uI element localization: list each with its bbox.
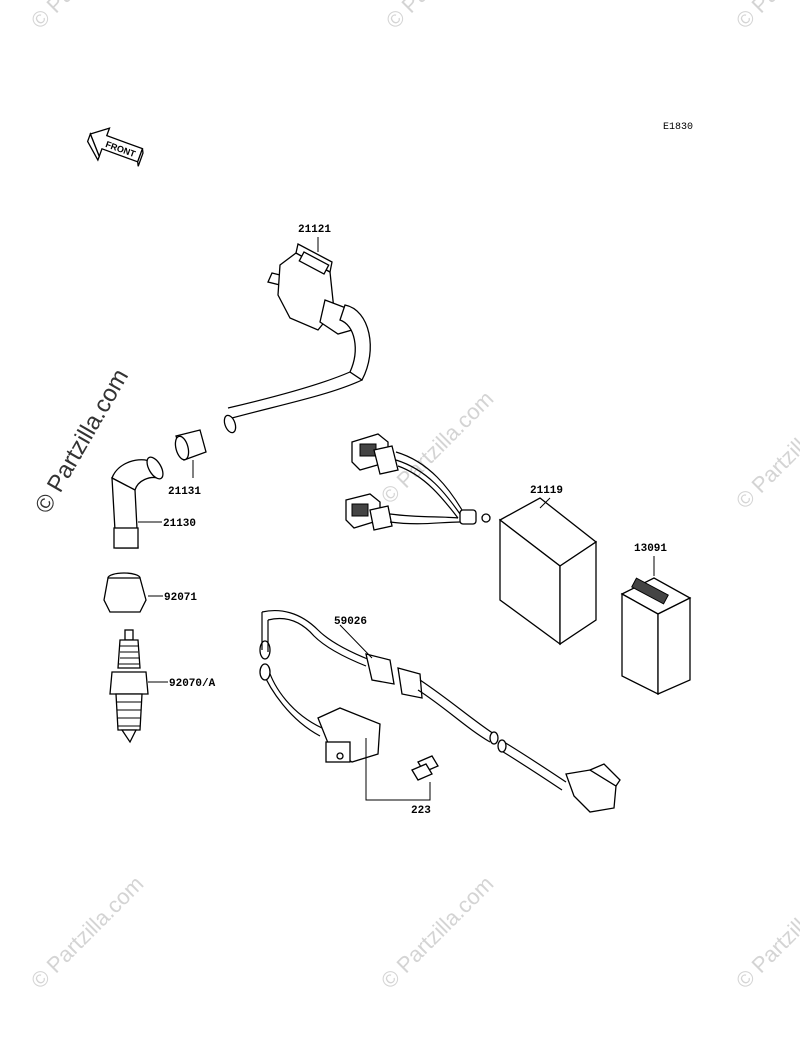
ignition-coil-21121: 21121 bbox=[223, 224, 371, 434]
diagram-code: E1830 bbox=[663, 122, 693, 133]
part-label-59026: 59026 bbox=[334, 616, 367, 628]
spark-plug-92070a: 92070/A bbox=[109, 629, 216, 744]
part-label-21121: 21121 bbox=[298, 224, 331, 236]
part-label-92071: 92071 bbox=[164, 592, 197, 604]
part-label-92070a: 92070/A bbox=[169, 678, 216, 690]
watermark-top-center: © Partzilla.com bbox=[381, 0, 504, 34]
watermark-bottom-center: © Partzilla.com bbox=[376, 871, 499, 994]
part-label-13091: 13091 bbox=[634, 543, 667, 555]
watermark-top-right: © Partzilla.com bbox=[731, 0, 800, 34]
watermark-mid-center: © Partzilla.com bbox=[376, 386, 499, 509]
cdi-unit-21119: 21119 bbox=[345, 433, 598, 646]
part-label-21119: 21119 bbox=[530, 485, 563, 497]
watermark-mid-right: © Partzilla.com bbox=[731, 391, 800, 514]
part-label-21130: 21130 bbox=[163, 518, 196, 530]
spark-plug-cap-21130: 21130 bbox=[111, 456, 196, 549]
watermark-bottom-left: © Partzilla.com bbox=[26, 871, 149, 994]
watermark-top-left: © Partzilla.com bbox=[26, 0, 149, 34]
boot-92071: 92071 bbox=[103, 572, 197, 613]
front-arrow-icon: FRONT bbox=[86, 127, 144, 167]
part-label-223: 223 bbox=[411, 805, 431, 817]
bolt-223: 223 bbox=[365, 738, 439, 817]
watermark-bottom-right: © Partzilla.com bbox=[731, 871, 800, 994]
pickup-59026: 59026 bbox=[259, 609, 621, 813]
plug-cap-21131: 21131 bbox=[168, 429, 207, 498]
part-label-21131: 21131 bbox=[168, 486, 201, 498]
holder-13091: 13091 bbox=[620, 543, 692, 696]
